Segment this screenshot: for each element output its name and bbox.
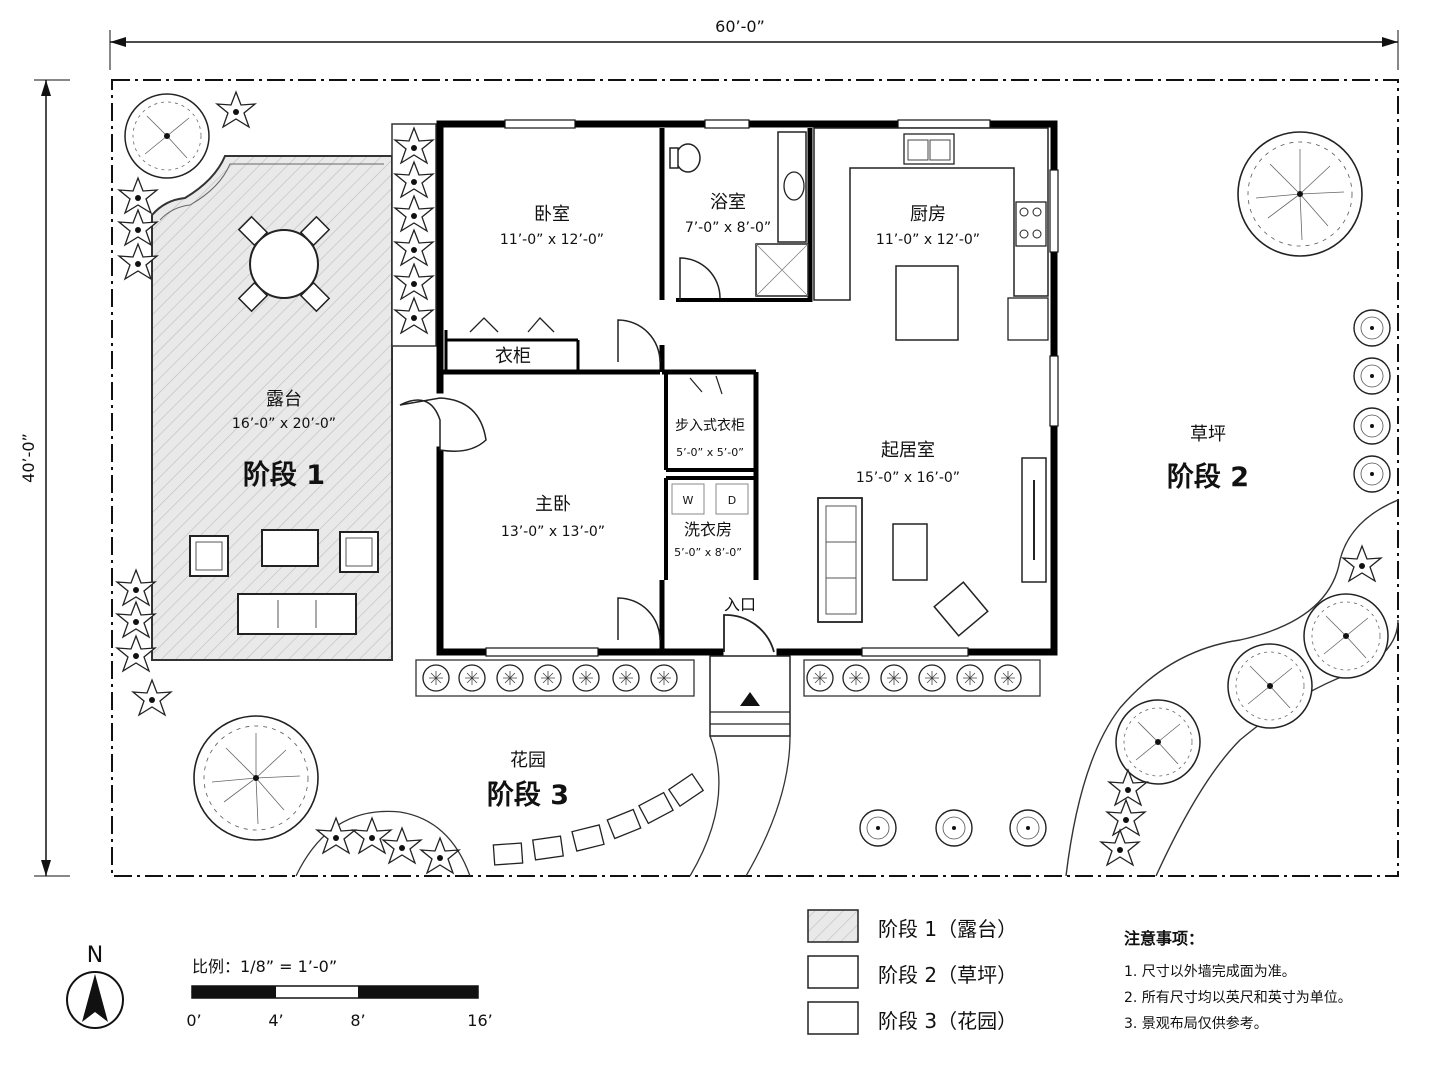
width-label: 60’-0” [715, 17, 765, 36]
bath-size: 7’-0” x 8’-0” [685, 220, 771, 236]
master-size: 13’-0” x 13’-0” [501, 524, 605, 540]
front-planter-left [415, 659, 695, 697]
dryer-label: D [728, 494, 736, 507]
note-3: 3. 景观布局仅供参考。 [1124, 1015, 1268, 1032]
phase-3-label: 阶段 3 [487, 780, 569, 811]
kitchen-size: 11’-0” x 12’-0” [876, 232, 980, 248]
property-line [111, 79, 1399, 877]
legend-swatch-1 [807, 909, 859, 943]
walkin-size: 5’-0” x 5’-0” [676, 446, 744, 459]
scale-bar: 比例：1/8” = 1’-0” 0’ 4’ 8’ 16’ [186, 957, 492, 1030]
scale-tick-0: 0’ [186, 1011, 201, 1030]
walkin-name: 步入式衣柜 [675, 418, 745, 434]
lawn-border-left [1065, 499, 1399, 877]
master-name: 主卧 [535, 494, 571, 515]
garden-name: 花园 [510, 750, 546, 771]
scale-tick-8: 8’ [350, 1011, 365, 1030]
notes-title: 注意事项： [1124, 929, 1204, 948]
patio-size: 16’-0” x 20’-0” [232, 416, 336, 432]
bath-name: 浴室 [710, 192, 746, 213]
notes: 注意事项： 1. 尺寸以外墙完成面为准。 2. 所有尺寸均以英尺和英寸为单位。 … [1124, 929, 1352, 1032]
front-walkway [689, 735, 791, 877]
bedroom-size: 11’-0” x 12’-0” [500, 232, 604, 248]
laundry-size: 5’-0” x 8’-0” [674, 546, 742, 559]
scale-tick-4: 4’ [268, 1011, 283, 1030]
living-size: 15’-0” x 16’-0” [856, 470, 960, 486]
legend-swatch-2 [807, 955, 859, 989]
note-1: 1. 尺寸以外墙完成面为准。 [1124, 964, 1296, 980]
legend-swatch-3 [807, 1001, 859, 1035]
legend: 阶段 1（露台） 阶段 2（草坪） 阶段 3（花园） [807, 909, 1017, 1035]
bedroom-name: 卧室 [534, 204, 570, 225]
windows [485, 119, 1059, 657]
doors [399, 257, 775, 653]
legend-label-2: 阶段 2（草坪） [878, 963, 1017, 987]
living-name: 起居室 [881, 440, 935, 461]
garden-bed [295, 810, 471, 877]
legend-label-1: 阶段 1（露台） [878, 917, 1017, 941]
closet-name: 衣柜 [495, 346, 531, 367]
depth-label: 40’-0” [19, 433, 38, 483]
width-dimension: 60’-0” [109, 17, 1399, 70]
patio-name: 露台 [266, 389, 302, 410]
washer-label: W [683, 494, 694, 507]
laundry-name: 洗衣房 [684, 520, 732, 539]
north-arrow: N [66, 943, 124, 1029]
stepping-stones [492, 772, 705, 866]
laundry-machines: W D [671, 483, 749, 515]
bath-fixtures [669, 131, 809, 297]
patio-lounge-set [189, 529, 379, 635]
front-planter-right [803, 659, 1041, 697]
legend-label-3: 阶段 3（花园） [878, 1009, 1017, 1033]
kitchen-name: 厨房 [910, 204, 946, 225]
living-furniture [817, 457, 1047, 637]
entry-name: 入口 [724, 595, 756, 614]
scale-tick-16: 16’ [467, 1011, 492, 1030]
kitchen-fixtures [813, 127, 1049, 341]
house-walls [436, 120, 1058, 656]
note-2: 2. 所有尺寸均以英尺和英寸为单位。 [1124, 989, 1352, 1006]
entry-steps [709, 655, 791, 737]
phase-2-label: 阶段 2 [1167, 462, 1249, 493]
patio-area [151, 155, 393, 661]
depth-dimension: 40’-0” [19, 79, 70, 877]
north-label: N [87, 943, 103, 968]
patio-dining-set [237, 215, 331, 313]
phase-1-label: 阶段 1 [243, 460, 325, 491]
lawn-name: 草坪 [1190, 424, 1226, 445]
scale-label: 比例：1/8” = 1’-0” [192, 957, 337, 976]
